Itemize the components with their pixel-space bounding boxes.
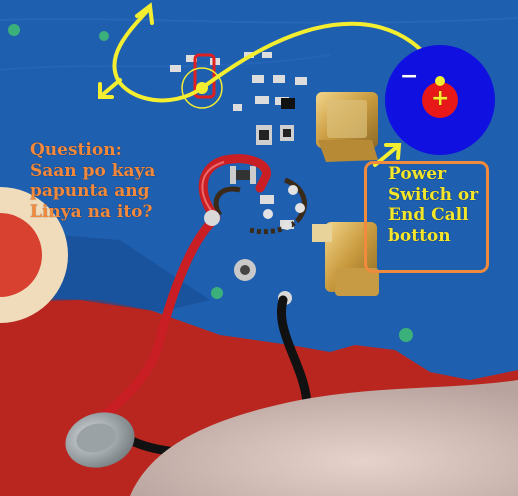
gold-contacts: [312, 92, 379, 296]
finger: [130, 380, 518, 496]
copper-coil: [213, 177, 307, 235]
power-line: Switch or: [388, 184, 479, 205]
mount-hole: [99, 31, 109, 41]
red-wire-highlight: [201, 161, 225, 215]
power-switch-annotation: Power Switch or End Call botton: [388, 164, 478, 247]
component-marker: [193, 53, 216, 99]
smd-components: [170, 52, 307, 229]
pcb-trace: [0, 54, 331, 71]
mount-hole: [240, 265, 250, 275]
power-line: botton: [388, 226, 451, 247]
question-line: Linya na ito?: [30, 202, 153, 223]
pcb-trace: [0, 17, 518, 24]
mount-hole: [211, 287, 223, 299]
solder-point: [204, 210, 220, 226]
pointer-arrow: [99, 78, 122, 98]
battery-symbol: [385, 45, 495, 155]
box-arrowhead: [384, 143, 402, 160]
question-line: Saan po kaya: [30, 160, 156, 181]
microphone: [65, 412, 135, 468]
power-switch-callout-box: [364, 161, 489, 273]
battery-plus-label: +: [431, 86, 450, 111]
mount-hole: [8, 24, 20, 36]
battery-minus-label: −: [400, 64, 419, 89]
highlight-ring: [181, 67, 223, 109]
power-line: Power: [388, 164, 447, 184]
arrowhead-top: [135, 2, 154, 25]
mount-hole: [399, 328, 413, 342]
board-cutout-hole: [0, 213, 42, 297]
question-line: Question:: [30, 140, 122, 160]
question-annotation: Question: Saan po kaya papunta ang Linya…: [30, 140, 180, 223]
pointer-arrowhead: [98, 82, 114, 99]
question-line: papunta ang: [30, 181, 150, 202]
power-line: End Call: [388, 205, 469, 226]
